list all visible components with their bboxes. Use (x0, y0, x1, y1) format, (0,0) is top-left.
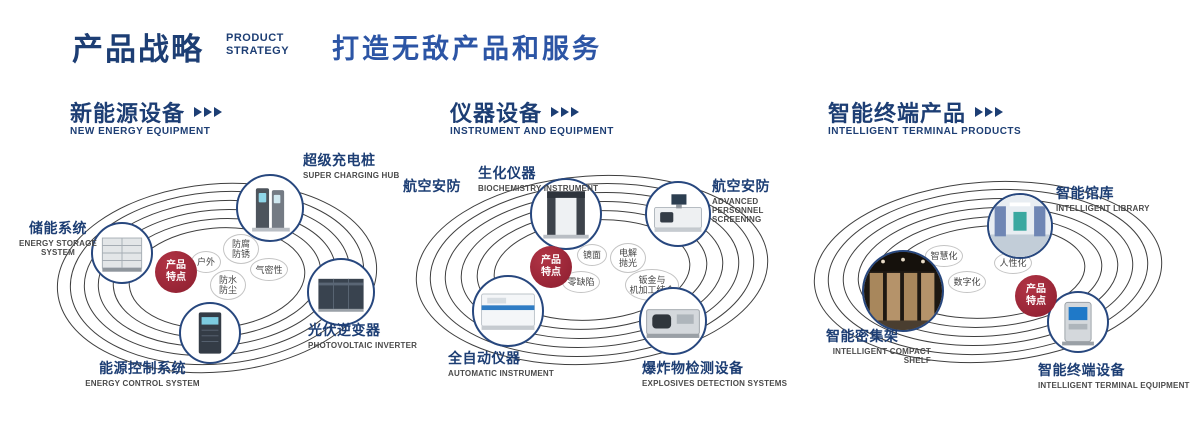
product-name-en: INTELLIGENT LIBRARY (1056, 204, 1150, 213)
section-header-intelligent-terminal: 智能终端产品 (828, 96, 1004, 128)
product-name: 爆炸物检测设备 (642, 360, 744, 376)
storage-cabinet-illustration (101, 237, 143, 272)
product-image-intelligent-terminal (1047, 291, 1109, 353)
page-title-en-line1: PRODUCT (226, 32, 284, 44)
feature-tag: 防腐 防锈 (223, 234, 259, 264)
product-label-compact-shelf: 智能密集架 INTELLIGENT COMPACT SHELF (826, 326, 931, 365)
product-name-en: INTELLIGENT TERMINAL EQUIPMENT (1038, 381, 1190, 390)
feature-tag: 防水 防尘 (210, 270, 246, 300)
triple-arrow-icon (551, 107, 580, 117)
product-image-automatic-instrument (472, 275, 544, 347)
page-title-en: PRODUCT STRATEGY (226, 32, 289, 58)
compact-shelf-illustration (864, 252, 942, 330)
automatic-instrument-illustration (481, 293, 535, 330)
product-name-en: INTELLIGENT COMPACT SHELF (832, 347, 931, 365)
feature-tag: 气密性 (250, 258, 288, 281)
product-name: 航空安防 (403, 178, 461, 194)
section-subtitle: INSTRUMENT AND EQUIPMENT (450, 126, 614, 137)
product-image-photovoltaic-inverter (307, 258, 375, 326)
product-name: 智能馆库 (1056, 185, 1114, 201)
product-name: 智能终端设备 (1038, 362, 1125, 378)
product-name-en: ENERGY CONTROL SYSTEM (85, 379, 200, 388)
product-name-en: ENERGY STORAGE SYSTEM (18, 239, 98, 257)
section-title: 智能终端产品 (828, 101, 967, 126)
product-label-intelligent-library: 智能馆库 INTELLIGENT LIBRARY (1056, 183, 1150, 213)
product-image-energy-storage (91, 222, 153, 284)
feature-tag: 数字化 (948, 271, 986, 293)
section-subtitle: NEW ENERGY EQUIPMENT (70, 126, 211, 137)
feature-tag: 电解 抛光 (610, 243, 646, 273)
product-label-explosives-detection: 爆炸物检测设备 EXPLOSIVES DETECTION SYSTEMS (642, 358, 787, 388)
screening-machine-illustration (654, 194, 702, 232)
product-name-en: SUPER CHARGING HUB (303, 171, 400, 180)
product-label-automatic-instrument: 全自动仪器 AUTOMATIC INSTRUMENT (448, 348, 554, 378)
page-slogan: 打造无敌产品和服务 (332, 34, 602, 64)
product-name: 全自动仪器 (448, 350, 521, 366)
product-label-energy-storage: 储能系统 ENERGY STORAGE SYSTEM (12, 218, 104, 257)
charging-pile-illustration (252, 188, 290, 232)
product-name-en: AUTOMATIC INSTRUMENT (448, 369, 554, 378)
product-name: 航空安防 (712, 178, 770, 194)
product-features-badge: 产品 特点 (155, 251, 197, 293)
product-label-personnel-screening: 航空安防 ADVANCED PERSONNEL SCREENING (712, 176, 812, 224)
kiosk-terminal-illustration (1062, 301, 1094, 346)
section-title: 仪器设备 (450, 101, 543, 126)
product-features-badge: 产品 特点 (1015, 275, 1057, 317)
product-name: 超级充电桩 (303, 152, 376, 168)
product-name: 能源控制系统 (99, 360, 186, 376)
product-name: 生化仪器 (478, 165, 536, 181)
product-label-intelligent-terminal: 智能终端设备 INTELLIGENT TERMINAL EQUIPMENT (1038, 360, 1190, 390)
product-image-super-charging-hub (236, 174, 304, 242)
product-image-intelligent-library (987, 193, 1053, 259)
security-gate-illustration (543, 191, 589, 239)
page-title: 产品战略 (72, 32, 204, 67)
triple-arrow-icon (194, 107, 223, 117)
section-header-new-energy: 新能源设备 (70, 96, 223, 128)
product-label-energy-control: 能源控制系统 ENERGY CONTROL SYSTEM (85, 358, 200, 388)
triple-arrow-icon (975, 107, 1004, 117)
product-image-personnel-screening (645, 181, 711, 247)
control-cabinet-illustration (198, 312, 222, 354)
product-label-super-charging-hub: 超级充电桩 SUPER CHARGING HUB (303, 150, 400, 180)
product-name: 智能密集架 (826, 328, 899, 344)
product-name-en: PHOTOVOLTAIC INVERTER (308, 341, 418, 350)
product-label-aviation-security-left: 航空安防 (403, 176, 461, 196)
section-title: 新能源设备 (70, 101, 186, 126)
product-image-security-gate (530, 178, 602, 250)
product-image-explosives-detection (639, 287, 707, 355)
product-features-badge: 产品 特点 (530, 246, 572, 288)
product-name-en: ADVANCED PERSONNEL SCREENING (712, 197, 764, 224)
feature-tag: 镜面 (577, 244, 607, 266)
inverter-cabinet-illustration (318, 278, 364, 312)
product-label-biochemistry-instrument: 生化仪器 BIOCHEMISTRY INSTRUMENT (478, 163, 598, 193)
product-name-en: BIOCHEMISTRY INSTRUMENT (478, 184, 599, 193)
product-name: 储能系统 (29, 220, 87, 236)
product-label-photovoltaic-inverter: 光伏逆变器 PHOTOVOLTAIC INVERTER (308, 320, 417, 350)
section-subtitle: INTELLIGENT TERMINAL PRODUCTS (828, 126, 1022, 137)
product-name-en: EXPLOSIVES DETECTION SYSTEMS (642, 379, 788, 388)
feature-tag: 户外 (191, 251, 221, 273)
product-image-compact-shelf (862, 250, 944, 332)
explosives-detector-illustration (646, 309, 700, 338)
product-image-energy-control (179, 302, 241, 364)
product-name: 光伏逆变器 (308, 322, 381, 338)
page-title-en-line2: STRATEGY (226, 45, 290, 57)
section-header-instrument: 仪器设备 (450, 96, 580, 128)
library-room-illustration (989, 195, 1051, 257)
